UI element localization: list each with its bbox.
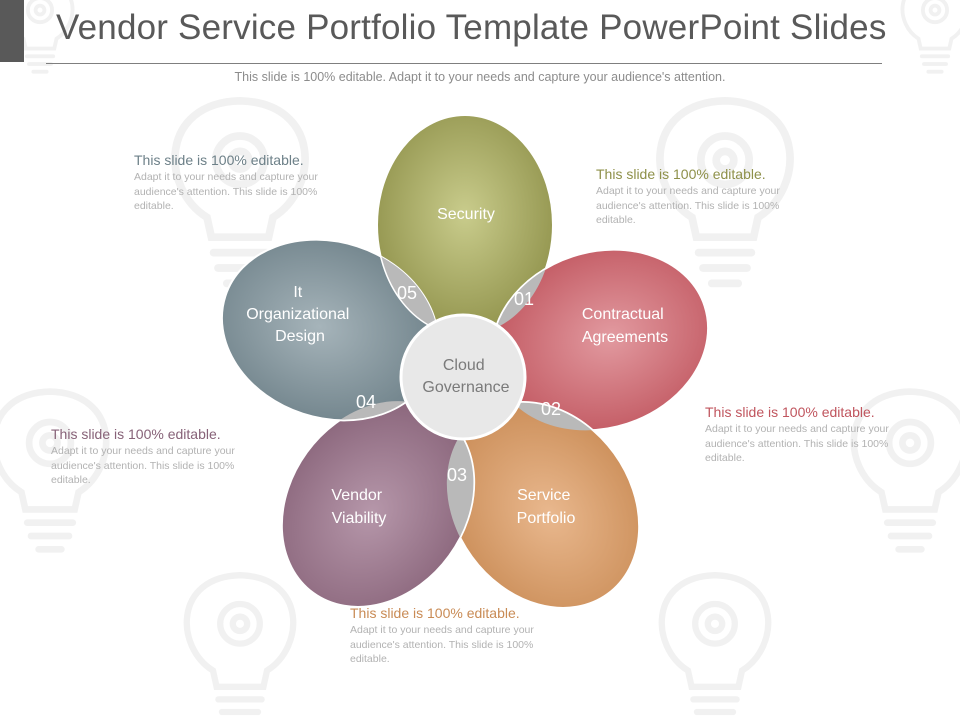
note-body: Adapt it to your needs and capture your …: [51, 445, 235, 486]
note-top-left: This slide is 100% editable. Adapt it to…: [134, 152, 349, 214]
petal-label-it: It Organizational Design: [246, 284, 354, 345]
note-heading: This slide is 100% editable.: [596, 166, 766, 182]
note-middle-left: This slide is 100% editable. Adapt it to…: [51, 426, 266, 488]
step-number-05: 05: [397, 283, 417, 303]
slide-title: Vendor Service Portfolio Template PowerP…: [56, 8, 887, 47]
step-number-03: 03: [447, 465, 467, 485]
note-heading: This slide is 100% editable.: [350, 605, 520, 621]
note-heading: This slide is 100% editable.: [51, 426, 221, 442]
title-divider: [46, 63, 882, 64]
note-heading: This slide is 100% editable.: [134, 152, 304, 168]
slide-subtitle: This slide is 100% editable. Adapt it to…: [234, 70, 726, 84]
center-circle: [399, 313, 527, 441]
petal-label-service: Service Portfolio: [517, 487, 576, 527]
note-body: Adapt it to your needs and capture your …: [705, 423, 889, 464]
note-heading: This slide is 100% editable.: [705, 404, 875, 420]
note-top-right: This slide is 100% editable. Adapt it to…: [596, 166, 811, 228]
center-label: Cloud Governance: [422, 357, 509, 396]
step-number-01: 01: [514, 289, 534, 309]
title-accent-bar: [0, 0, 24, 62]
step-number-02: 02: [541, 399, 561, 419]
petal-label-security: Security: [437, 206, 495, 223]
note-body: Adapt it to your needs and capture your …: [134, 171, 318, 212]
petal-label-contractual: Contractual Agreements: [582, 306, 668, 346]
step-number-04: 04: [356, 392, 376, 412]
note-body: Adapt it to your needs and capture your …: [350, 624, 534, 665]
note-body: Adapt it to your needs and capture your …: [596, 185, 780, 226]
petal-label-vendor: Vendor Viability: [331, 487, 386, 527]
note-bottom: This slide is 100% editable. Adapt it to…: [350, 605, 565, 667]
note-middle-right: This slide is 100% editable. Adapt it to…: [705, 404, 920, 466]
